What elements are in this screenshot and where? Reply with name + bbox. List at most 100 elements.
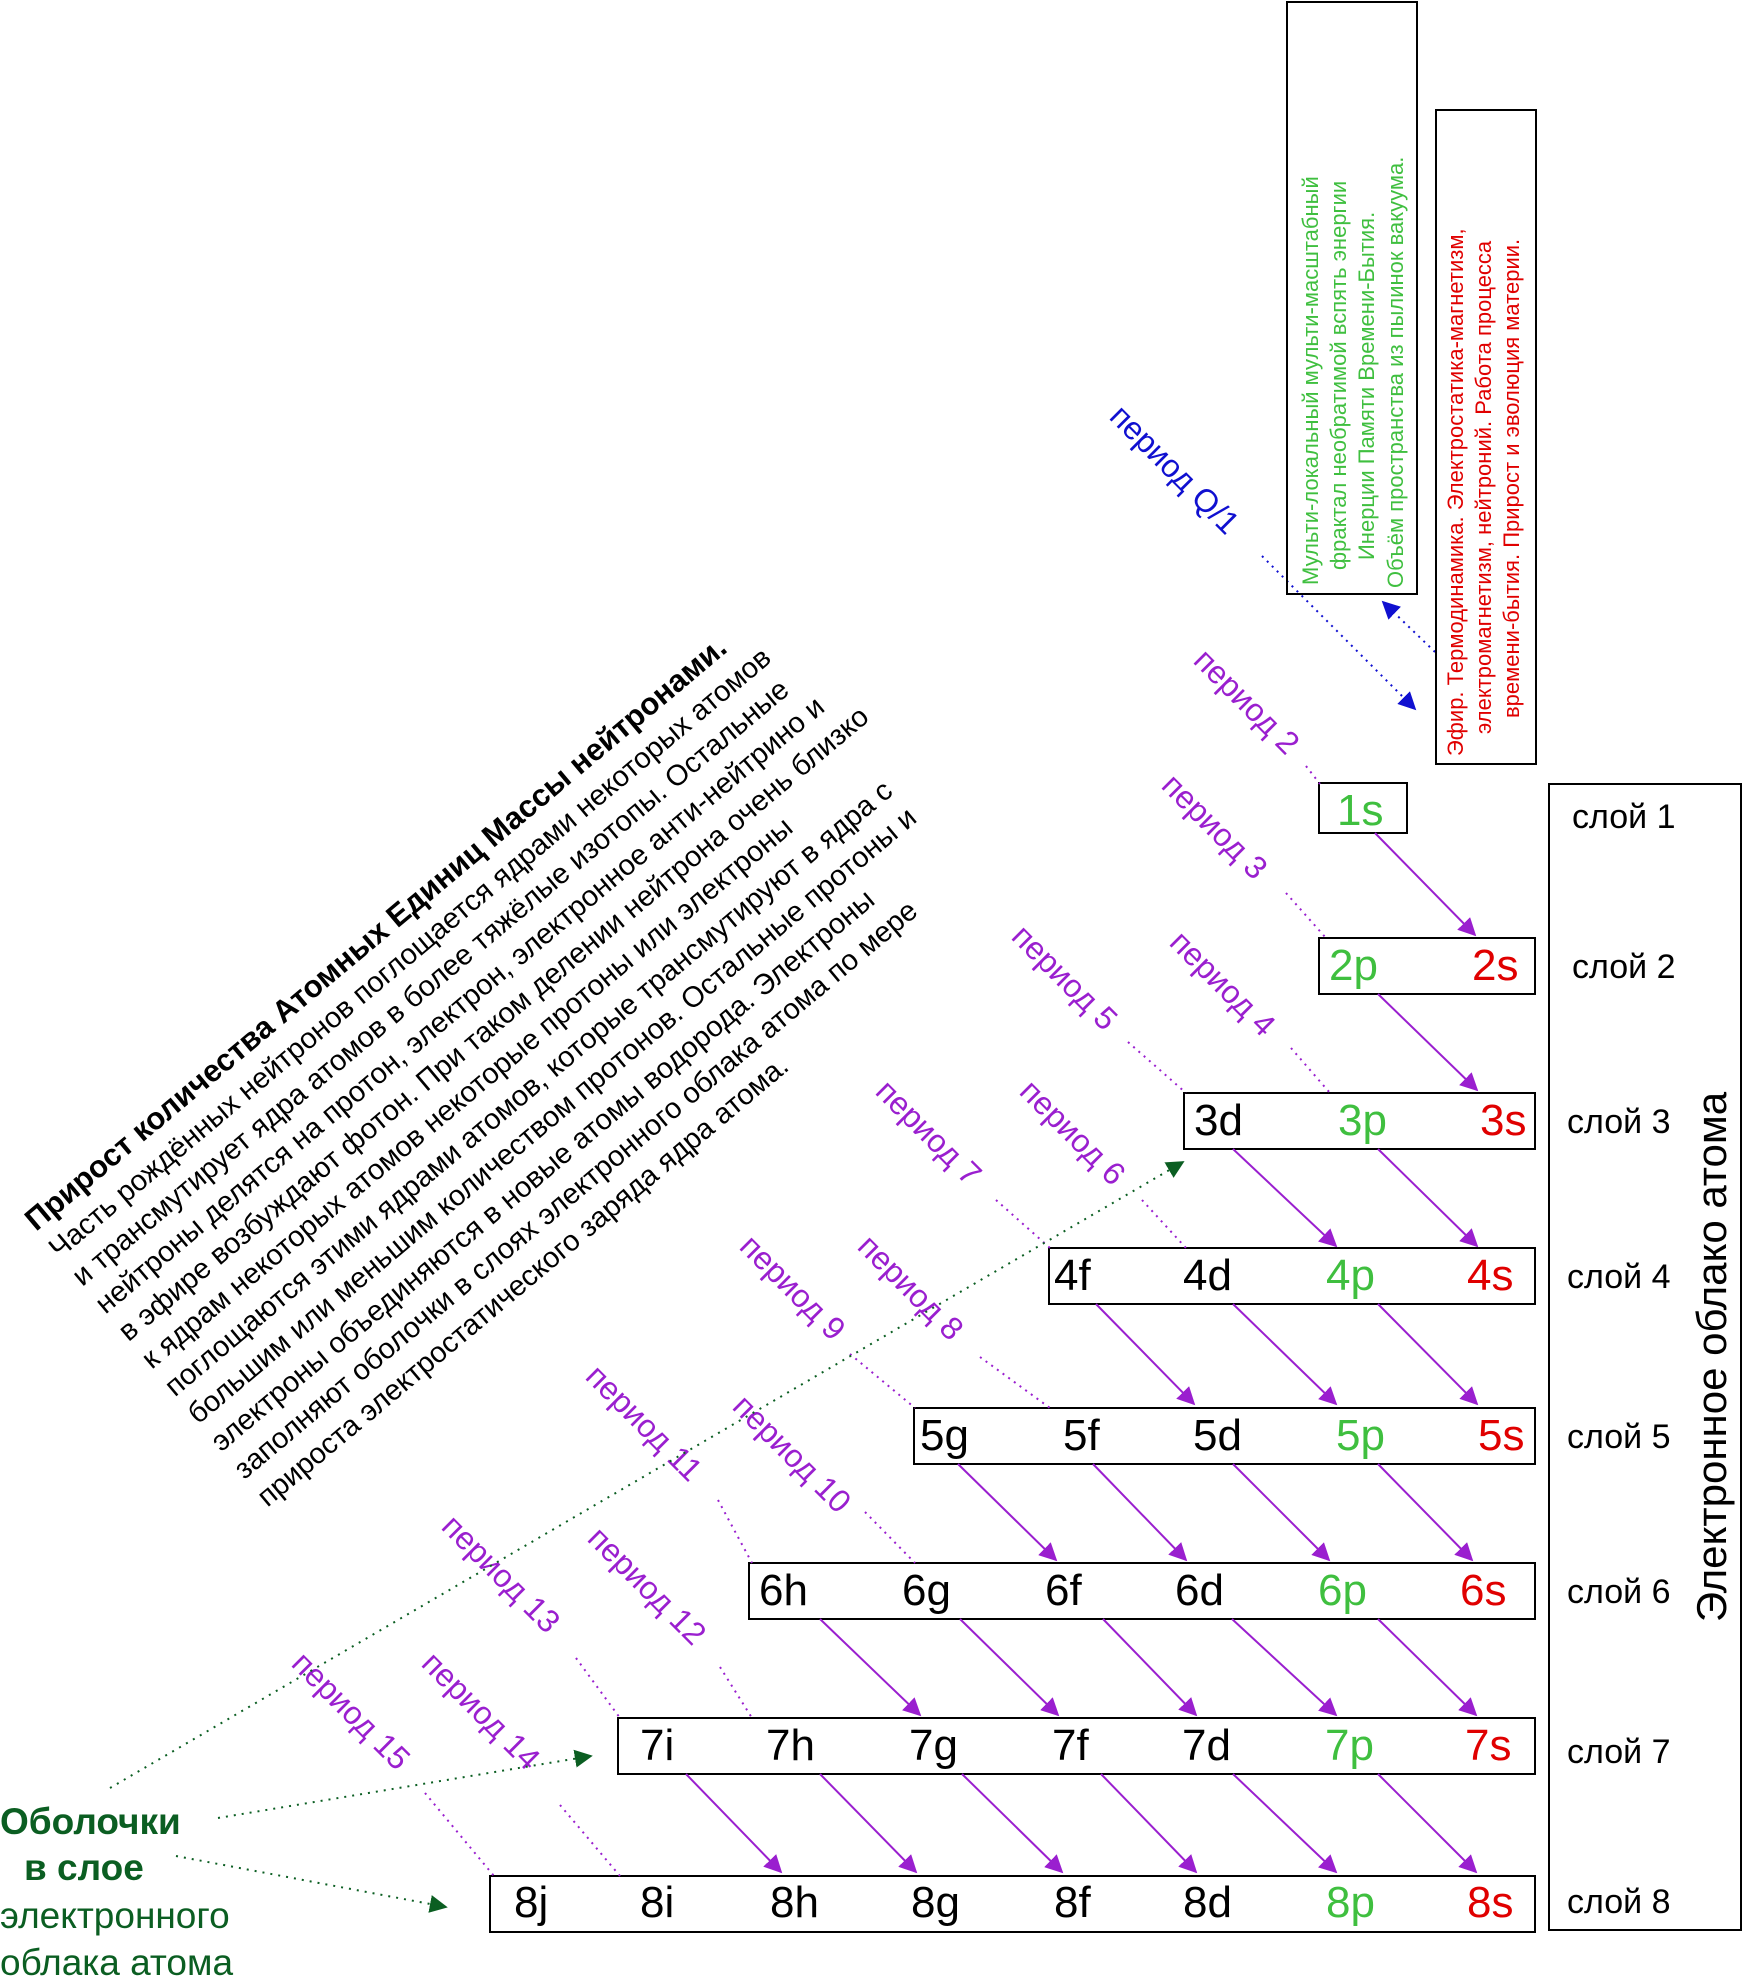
shell-8d: 8d	[1183, 1878, 1232, 1927]
layer-label-2: слой 2	[1572, 948, 1675, 986]
leader-period-4	[1290, 1047, 1331, 1094]
leader-period-9	[849, 1353, 916, 1409]
electron-cloud-label: Электронное облако атома	[1688, 1091, 1735, 1622]
arrow-7f-8d	[1100, 1773, 1198, 1874]
shell-3p: 3p	[1338, 1096, 1387, 1145]
shell-8p: 8p	[1326, 1878, 1375, 1927]
shell-8h: 8h	[770, 1878, 819, 1927]
shell-labels: 1s 2p 2s 3d 3p 3s 4f 4d 4p 4s 5g 5f 5d 5…	[514, 786, 1526, 1927]
legend-line-3: электронного	[0, 1895, 230, 1936]
legend-arrow-to-layer-7	[217, 1749, 593, 1819]
leader-period-13	[575, 1657, 621, 1719]
period-label-5: период 5	[1005, 917, 1125, 1037]
leader-period-5	[1127, 1041, 1187, 1094]
shell-4f: 4f	[1054, 1251, 1091, 1300]
leader-period-6	[1141, 1199, 1187, 1249]
shell-8i: 8i	[640, 1878, 674, 1927]
arrow-7d-8p	[1232, 1773, 1338, 1874]
shell-2p: 2p	[1329, 941, 1378, 990]
shell-8g: 8g	[911, 1878, 960, 1927]
period-label-9: период 9	[733, 1227, 853, 1347]
note-red-box	[1435, 109, 1537, 765]
arrow-4d-5p	[1232, 1303, 1338, 1406]
shell-4d: 4d	[1183, 1251, 1232, 1300]
arrow-6h-7g	[819, 1618, 922, 1717]
leader-period-14	[559, 1804, 621, 1877]
arrow-4p-5s	[1377, 1303, 1479, 1406]
period-label-8: период 8	[851, 1227, 971, 1347]
neutron-paragraph: Прирост количества Атомных Единиц Массы …	[18, 629, 924, 1513]
period-label-q1: период Q/1	[1103, 397, 1247, 541]
period-label-3: период 3	[1155, 766, 1275, 886]
layer-label-4: слой 4	[1567, 1258, 1670, 1296]
arrow-7i-8h	[685, 1773, 783, 1874]
shell-7i: 7i	[640, 1721, 674, 1770]
note-green-line-2: фрактал необратимой вспять энергии	[1326, 181, 1351, 570]
leader-period-8	[979, 1356, 1051, 1409]
layer-label-1: слой 1	[1572, 798, 1675, 836]
period-label-2: период 2	[1187, 641, 1307, 761]
note-green-line-1: Мульти-локальный мульти-масштабный	[1298, 176, 1323, 585]
layer-box-3	[1183, 1092, 1536, 1150]
shell-5f: 5f	[1063, 1411, 1100, 1460]
leader-q1-up	[1381, 600, 1436, 653]
layer-box-2	[1318, 937, 1536, 995]
shell-5d: 5d	[1193, 1411, 1242, 1460]
period-label-15: период 15	[285, 1644, 417, 1776]
note-red-text: Эфир. Термодинамика. Электростатика-магн…	[1443, 228, 1524, 756]
legend-line-4: облака атома	[0, 1942, 233, 1983]
leader-period-3	[1285, 892, 1327, 939]
shell-6h: 6h	[759, 1566, 808, 1615]
layer-box-6	[748, 1562, 1536, 1620]
layer-box-8	[489, 1875, 1536, 1933]
arrow-4f-5d	[1095, 1303, 1196, 1406]
layer-box-7	[617, 1717, 1536, 1775]
shell-6f: 6f	[1045, 1566, 1082, 1615]
arrow-3p-4s	[1377, 1148, 1479, 1248]
arrow-5d-6p	[1232, 1463, 1331, 1562]
period-label-7: период 7	[869, 1072, 989, 1192]
note-green-text: Мульти-локальный мульти-масштабный фракт…	[1298, 157, 1408, 588]
period-label-10: период 10	[726, 1387, 858, 1519]
arrow-7h-8g	[819, 1773, 918, 1874]
layer-box-1	[1318, 782, 1408, 834]
arrow-7p-8s	[1377, 1773, 1478, 1874]
shell-6p: 6p	[1318, 1566, 1367, 1615]
shell-7h: 7h	[766, 1721, 815, 1770]
arrow-1s-2s	[1374, 832, 1477, 937]
arrow-6f-7d	[1102, 1618, 1198, 1717]
leader-period-7	[995, 1199, 1051, 1249]
shell-6g: 6g	[902, 1566, 951, 1615]
shell-6d: 6d	[1175, 1566, 1224, 1615]
note-red-line-1: Эфир. Термодинамика. Электростатика-магн…	[1443, 228, 1468, 756]
shell-8f: 8f	[1054, 1878, 1091, 1927]
layer-label-3: слой 3	[1567, 1103, 1670, 1141]
legend-line-2: в слое	[24, 1847, 144, 1888]
note-red-line-3: времени-бытия. Прирост и эволюция матери…	[1499, 239, 1524, 718]
period-label-14: период 14	[415, 1644, 547, 1776]
legend-line-1: Оболочки	[0, 1801, 181, 1842]
arrow-3d-4p	[1232, 1148, 1338, 1248]
shell-5s: 5s	[1478, 1411, 1524, 1460]
layer-label-8: слой 8	[1567, 1883, 1670, 1921]
shell-3s: 3s	[1480, 1096, 1526, 1145]
shell-8s: 8s	[1467, 1878, 1513, 1927]
arrow-5g-6f	[957, 1463, 1058, 1562]
period-label-6: период 6	[1013, 1072, 1133, 1192]
shell-5g: 5g	[920, 1411, 969, 1460]
leader-period-10	[864, 1511, 916, 1564]
note-green-line-3: Инерции Памяти Времени-Бытия.	[1354, 212, 1379, 560]
layer-box-5	[913, 1407, 1536, 1465]
period-label-11: период 11	[579, 1357, 710, 1488]
arrow-6g-7f	[959, 1618, 1060, 1717]
shell-7p: 7p	[1325, 1721, 1374, 1770]
period-label-13: период 13	[435, 1507, 567, 1639]
electron-cloud-frame	[1548, 783, 1742, 1931]
leader-period-11	[717, 1499, 753, 1564]
shell-6s: 6s	[1460, 1566, 1506, 1615]
shell-4s: 4s	[1467, 1251, 1513, 1300]
layer-box-4	[1048, 1247, 1536, 1305]
leader-period-2	[1305, 765, 1321, 785]
arrow-7g-8f	[961, 1773, 1064, 1874]
